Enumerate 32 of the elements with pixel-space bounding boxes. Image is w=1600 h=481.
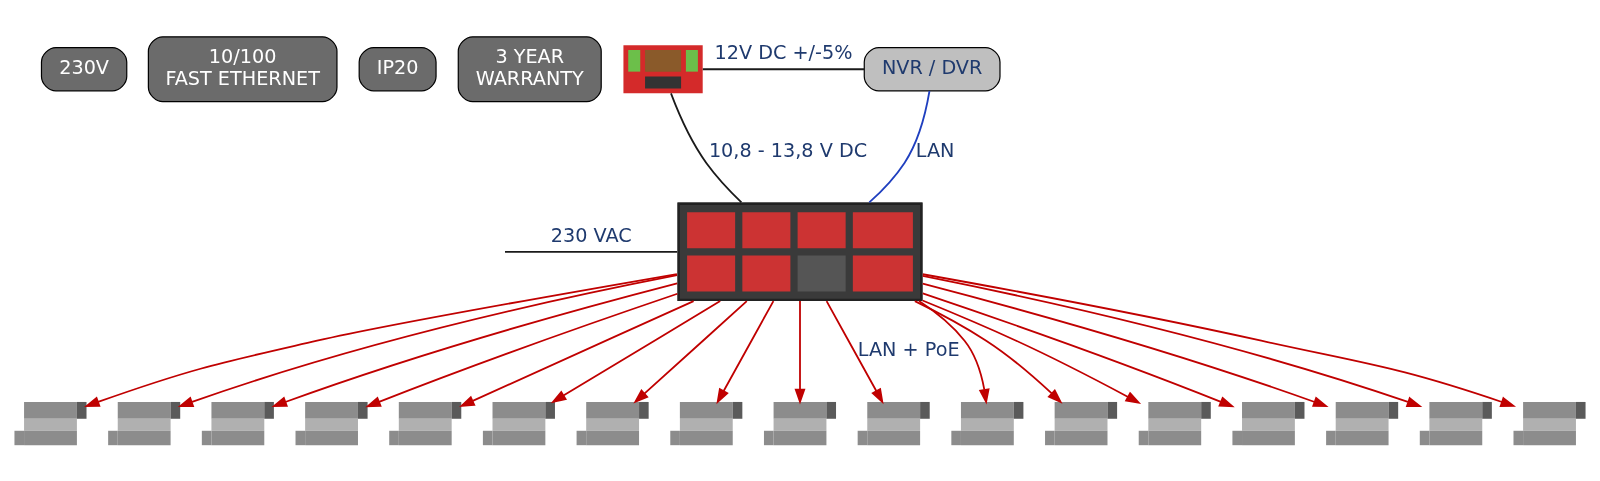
- connector: [670, 92, 743, 203]
- node-box: IP20: [358, 46, 437, 91]
- node-picture: [623, 44, 703, 93]
- arrow: [365, 292, 679, 407]
- arrow: [913, 299, 1063, 404]
- node-box: 230V: [40, 46, 128, 91]
- arrow: [177, 273, 678, 407]
- edge-label: LAN + PoE: [857, 337, 960, 361]
- edge-label: LAN: [915, 138, 955, 162]
- connector: [701, 67, 865, 70]
- arrow: [716, 299, 775, 404]
- arrow: [550, 299, 722, 403]
- arrow: [271, 281, 679, 407]
- edge-label: 12V DC +/-5%: [714, 40, 853, 64]
- arrow: [459, 299, 695, 407]
- arrow: [921, 272, 1516, 407]
- arrow: [921, 291, 1235, 407]
- edge-label: 10,8 - 13,8 V DC: [708, 138, 868, 162]
- arrow: [918, 299, 990, 405]
- node-box: 3 YEAR WARRANTY: [457, 35, 602, 102]
- node-box: NVR / DVR: [863, 46, 1001, 91]
- arrow: [633, 299, 748, 404]
- arrow: [794, 299, 806, 404]
- arrow: [921, 282, 1329, 407]
- arrow: [84, 272, 678, 407]
- edge-label: 230 VAC: [550, 223, 632, 247]
- arrow: [825, 299, 884, 404]
- arrow: [921, 299, 1142, 404]
- arrow: [921, 274, 1423, 407]
- node-box: 10/100 FAST ETHERNET: [147, 35, 338, 102]
- connector: [868, 89, 931, 203]
- connector: [504, 250, 679, 253]
